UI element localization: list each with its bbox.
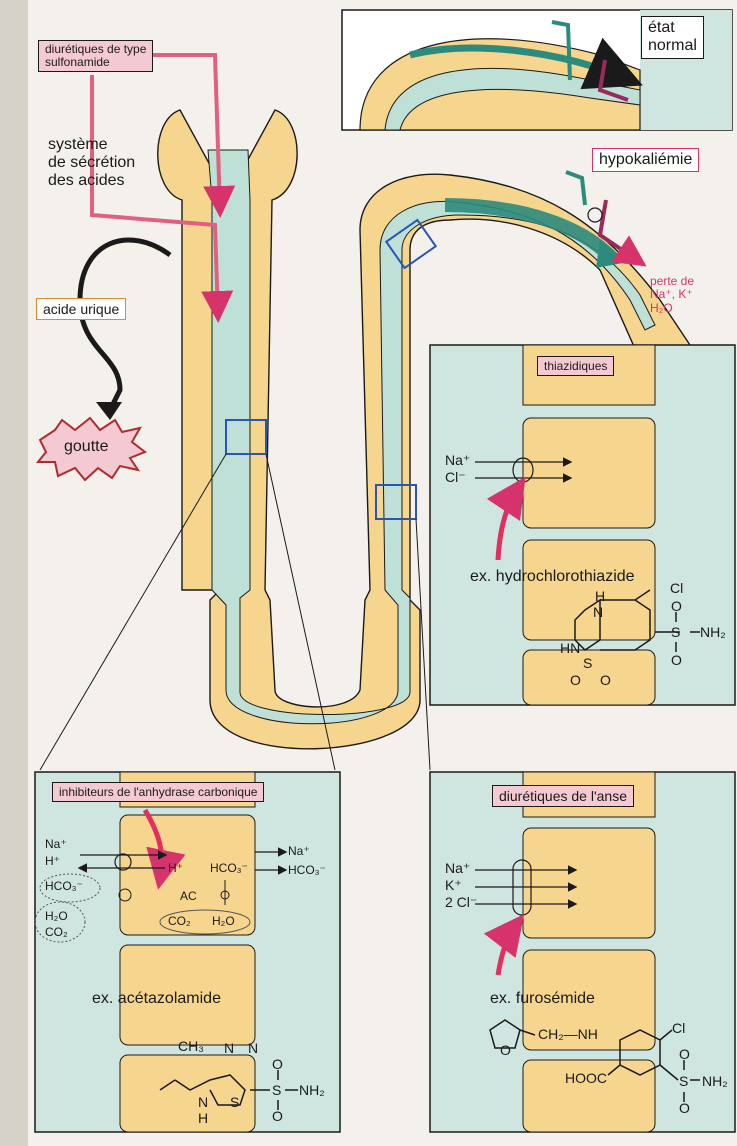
furo-atom-cl: Cl (672, 1020, 685, 1036)
carbonic-na-right: Na⁺ (288, 845, 310, 858)
acz-atom-n1: N (224, 1040, 234, 1056)
carbonic-example: ex. acétazolamide (92, 990, 221, 1008)
loop-title: diurétiques de l'anse (492, 785, 634, 807)
carbonic-hco3-mid: HCO₃⁻ (210, 862, 248, 875)
hct-atom-s: S (583, 655, 592, 671)
carbonic-ac: AC (180, 890, 197, 903)
carbonic-left-h2o: H₂O (45, 910, 68, 923)
panel-carbonic (35, 772, 340, 1132)
carbonic-left-hco3: HCO₃⁻ (45, 880, 83, 893)
loop-ion-k: K⁺ (445, 878, 462, 894)
furo-atom-hooc: HOOC (565, 1070, 607, 1086)
furo-atom-o2: O (679, 1100, 690, 1116)
furo-atom-o: O (500, 1042, 511, 1058)
carbonic-left-na: Na⁺ (45, 838, 67, 851)
acz-atom-s2: S (272, 1082, 281, 1098)
hct-atom-hn: HN (560, 640, 580, 656)
acz-atom-ch3: CH₃ (178, 1038, 204, 1054)
gout-label: goutte (64, 438, 108, 456)
carbonic-left-h: H⁺ (45, 855, 60, 868)
acz-atom-nh2: NH₂ (299, 1082, 325, 1098)
thiazide-ion-na: Na⁺ (445, 453, 470, 469)
normal-state-label: état normal (641, 16, 704, 59)
loop-example: ex. furosémide (490, 990, 595, 1008)
furo-atom-s: S (679, 1073, 688, 1089)
uric-acid-label: acide urique (36, 298, 126, 320)
hypokalemia-label: hypokaliémie (592, 148, 699, 172)
hct-atom-s2: S (671, 624, 680, 640)
acz-atom-n2: N (248, 1040, 258, 1056)
acz-atom-o1: O (272, 1056, 283, 1072)
thiazide-title: thiazidiques (537, 356, 614, 376)
hct-atom-nh2: NH₂ (700, 624, 726, 640)
acz-atom-h: H (198, 1110, 208, 1126)
hct-atom-o3: O (671, 598, 682, 614)
carbonic-title: inhibiteurs de l'anhydrase carbonique (52, 782, 264, 802)
carbonic-h-plus: H⁺ (168, 862, 183, 875)
carbonic-left-co2: CO₂ (45, 926, 68, 939)
loop-ion-cl: 2 Cl⁻ (445, 895, 477, 911)
panel-thiazide (430, 345, 735, 705)
hct-atom-cl: Cl (670, 580, 683, 596)
carbonic-h2o: H₂O (212, 915, 235, 928)
acid-system-label: système de sécrétion des acides (48, 136, 135, 190)
furo-atom-ch2nh: CH₂—NH (538, 1026, 598, 1042)
thiazide-example: ex. hydrochlorothiazide (470, 568, 635, 586)
acz-atom-s: S (230, 1094, 239, 1110)
carbonic-hco3-right: HCO₃⁻ (288, 864, 326, 877)
hct-atom-h: H (595, 588, 605, 604)
loop-ion-na: Na⁺ (445, 861, 470, 877)
hct-atom-o1: O (570, 672, 581, 688)
thiazide-ion-cl: Cl⁻ (445, 470, 466, 486)
loss-label: perte de Na⁺, K⁺ H₂O (650, 275, 694, 315)
carbonic-co2: CO₂ (168, 915, 191, 928)
acz-atom-o2: O (272, 1108, 283, 1124)
acz-atom-n: N (198, 1094, 208, 1110)
furo-atom-o1: O (679, 1046, 690, 1062)
hct-atom-o4: O (671, 652, 682, 668)
sulfonamide-label: diurétiques de type sulfonamide (38, 40, 153, 72)
hct-atom-o2: O (600, 672, 611, 688)
furo-atom-nh2: NH₂ (702, 1073, 728, 1089)
hct-atom-n: N (593, 604, 603, 620)
